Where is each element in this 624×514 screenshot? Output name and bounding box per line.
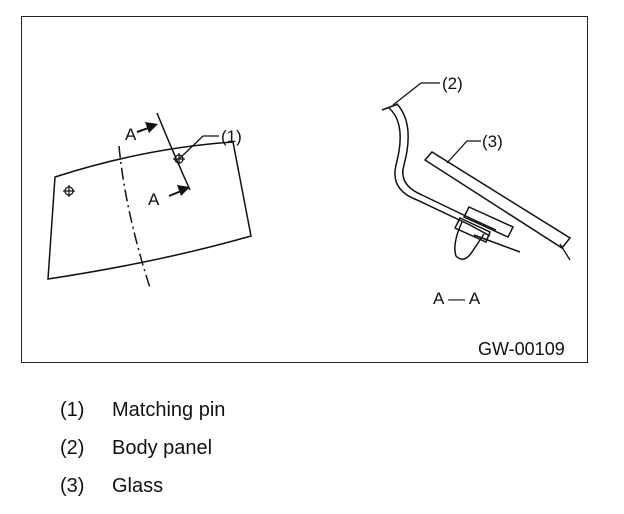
matching-pin-left	[63, 185, 75, 197]
legend-number: (3)	[60, 475, 85, 497]
section-arrow-label-bottom: A	[148, 190, 160, 209]
matching-pin-section	[453, 206, 515, 260]
section-arrow-bottom	[168, 185, 190, 197]
figure-frame	[21, 16, 588, 363]
callout-3-label: (3)	[482, 132, 503, 151]
glass-section	[423, 151, 572, 261]
legend-text: Glass	[112, 475, 164, 497]
callout-2-leader	[392, 82, 440, 106]
legend-text: Body panel	[112, 437, 213, 459]
section-arrow-top	[136, 122, 158, 133]
section-arrow-label-top: A	[125, 125, 137, 144]
callout-1-leader	[178, 135, 219, 160]
legend-number: (2)	[60, 437, 85, 459]
callout-2-label: (2)	[442, 74, 463, 93]
figure-code: GW-00109	[478, 339, 565, 359]
section-label: A — A	[433, 289, 481, 308]
callout-3-leader	[446, 140, 481, 164]
legend-number: (1)	[60, 399, 85, 421]
glass-panel-front-view	[47, 141, 252, 280]
legend-text: Matching pin	[112, 399, 226, 421]
callout-1-label: (1)	[221, 127, 242, 146]
section-cut-line	[118, 145, 151, 289]
body-panel-section	[381, 103, 521, 253]
reference-line	[156, 112, 191, 191]
